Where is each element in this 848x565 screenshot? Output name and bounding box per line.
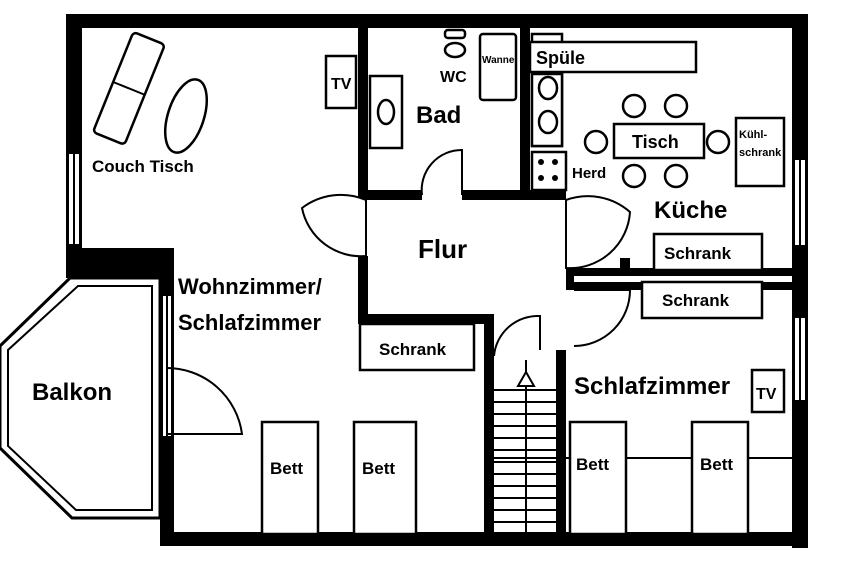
stove-burner-4 (552, 175, 558, 181)
room-bathroom-label: Bad (416, 102, 461, 129)
bathtub-label: Wanne (482, 55, 515, 66)
room-living-label-2: Schlafzimmer (178, 310, 321, 335)
room-balcony-label: Balkon (32, 379, 112, 406)
windows (69, 154, 805, 436)
cabinet-kitchen-label: Schrank (664, 244, 732, 263)
stove (530, 150, 568, 192)
toilet-tank (443, 28, 467, 40)
wc-label: WC (440, 69, 467, 86)
room-kitchen-label: Küche (654, 197, 727, 224)
cabinet-living (358, 322, 476, 372)
washbasin-bowl (376, 98, 396, 126)
bed-bedroom-1 (568, 420, 628, 536)
cabinet-bedroom (640, 280, 764, 320)
doors (165, 148, 632, 435)
chair-3 (583, 129, 609, 155)
tv-living (324, 54, 358, 110)
bed-living-2-label: Bett (362, 459, 395, 478)
stove-burner-3 (538, 175, 544, 181)
fridge-label-1: Kühl- (739, 129, 767, 141)
cabinet-living-label: Schrank (379, 340, 447, 359)
tv-bedroom (750, 368, 786, 414)
couch-table-label: Couch Tisch (92, 157, 194, 176)
room-bedroom-label: Schlafzimmer (574, 373, 730, 400)
fridge (734, 116, 786, 188)
balcony (0, 276, 162, 520)
bed-living-1-label: Bett (270, 459, 303, 478)
bed-bedroom-2-label: Bett (700, 455, 733, 474)
bed-living-1 (260, 420, 320, 536)
sink-label: Spüle (536, 48, 585, 68)
chair-2 (663, 93, 689, 119)
table-label: Tisch (632, 132, 679, 152)
bed-living-2 (352, 420, 418, 536)
toilet-icon (443, 41, 467, 59)
sink-bowl-2 (537, 109, 559, 135)
bed-bedroom-2 (690, 420, 750, 536)
bathtub (478, 32, 518, 102)
chair-1 (621, 93, 647, 119)
chair-6 (663, 163, 689, 189)
dining-table (612, 122, 706, 160)
room-hallway-label: Flur (418, 234, 467, 264)
sink-bowl-1 (537, 75, 559, 101)
stove-label: Herd (572, 165, 606, 182)
coffee-table (163, 78, 209, 154)
stove-burner-2 (552, 159, 558, 165)
room-living-label-1: Wohnzimmer/ (178, 274, 322, 299)
chair-4 (705, 129, 731, 155)
stove-burner-1 (538, 159, 544, 165)
tv-bedroom-label: TV (756, 386, 777, 403)
fridge-label-2: schrank (739, 147, 782, 159)
chair-5 (621, 163, 647, 189)
tv-living-label: TV (331, 76, 352, 93)
bed-bedroom-1-label: Bett (576, 455, 609, 474)
cabinet-bedroom-label: Schrank (662, 291, 730, 310)
cabinet-kitchen (652, 232, 764, 272)
couch (92, 31, 165, 145)
sink-counter (528, 40, 698, 74)
